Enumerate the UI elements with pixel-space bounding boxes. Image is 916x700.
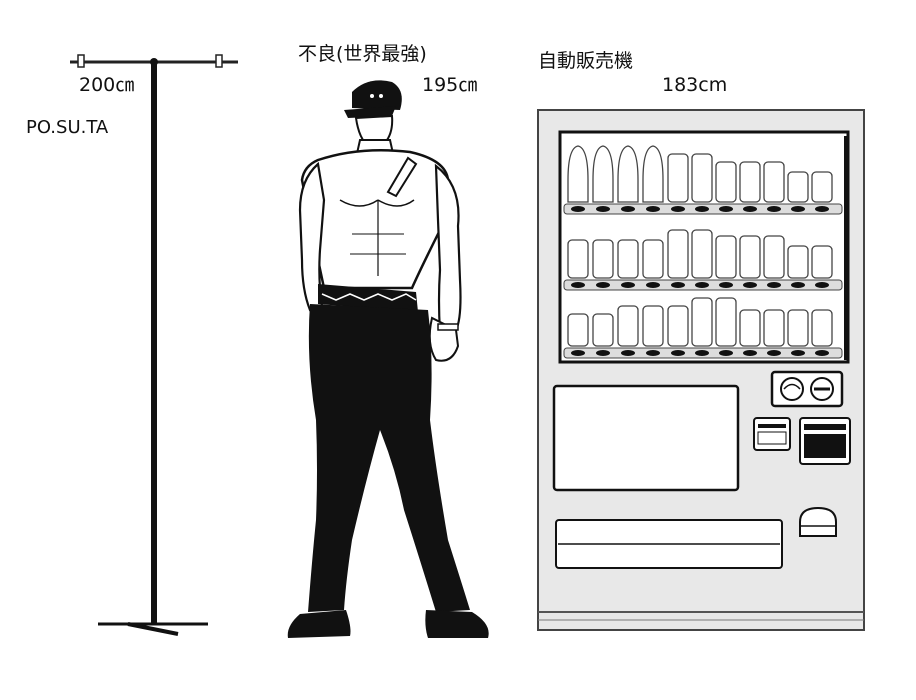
pole-name-label: PO.SU.TA (26, 117, 109, 138)
advert-panel (552, 384, 740, 492)
person-figure (287, 80, 489, 638)
vending-machine-figure (537, 109, 865, 631)
coin-return (799, 506, 837, 537)
shelf-1 (563, 145, 843, 215)
pole-figure (70, 54, 238, 636)
person-title-label: 不良(世界最強) (298, 43, 427, 65)
pole-height-label: 200㎝ (79, 74, 135, 96)
vending-machine-title-label: 自動販売機 (538, 50, 634, 72)
shelf-3 (563, 297, 843, 359)
vending-machine-height-label: 183cm (662, 74, 728, 96)
person-height-label: 195㎝ (422, 74, 478, 96)
shelf-2 (563, 229, 843, 291)
